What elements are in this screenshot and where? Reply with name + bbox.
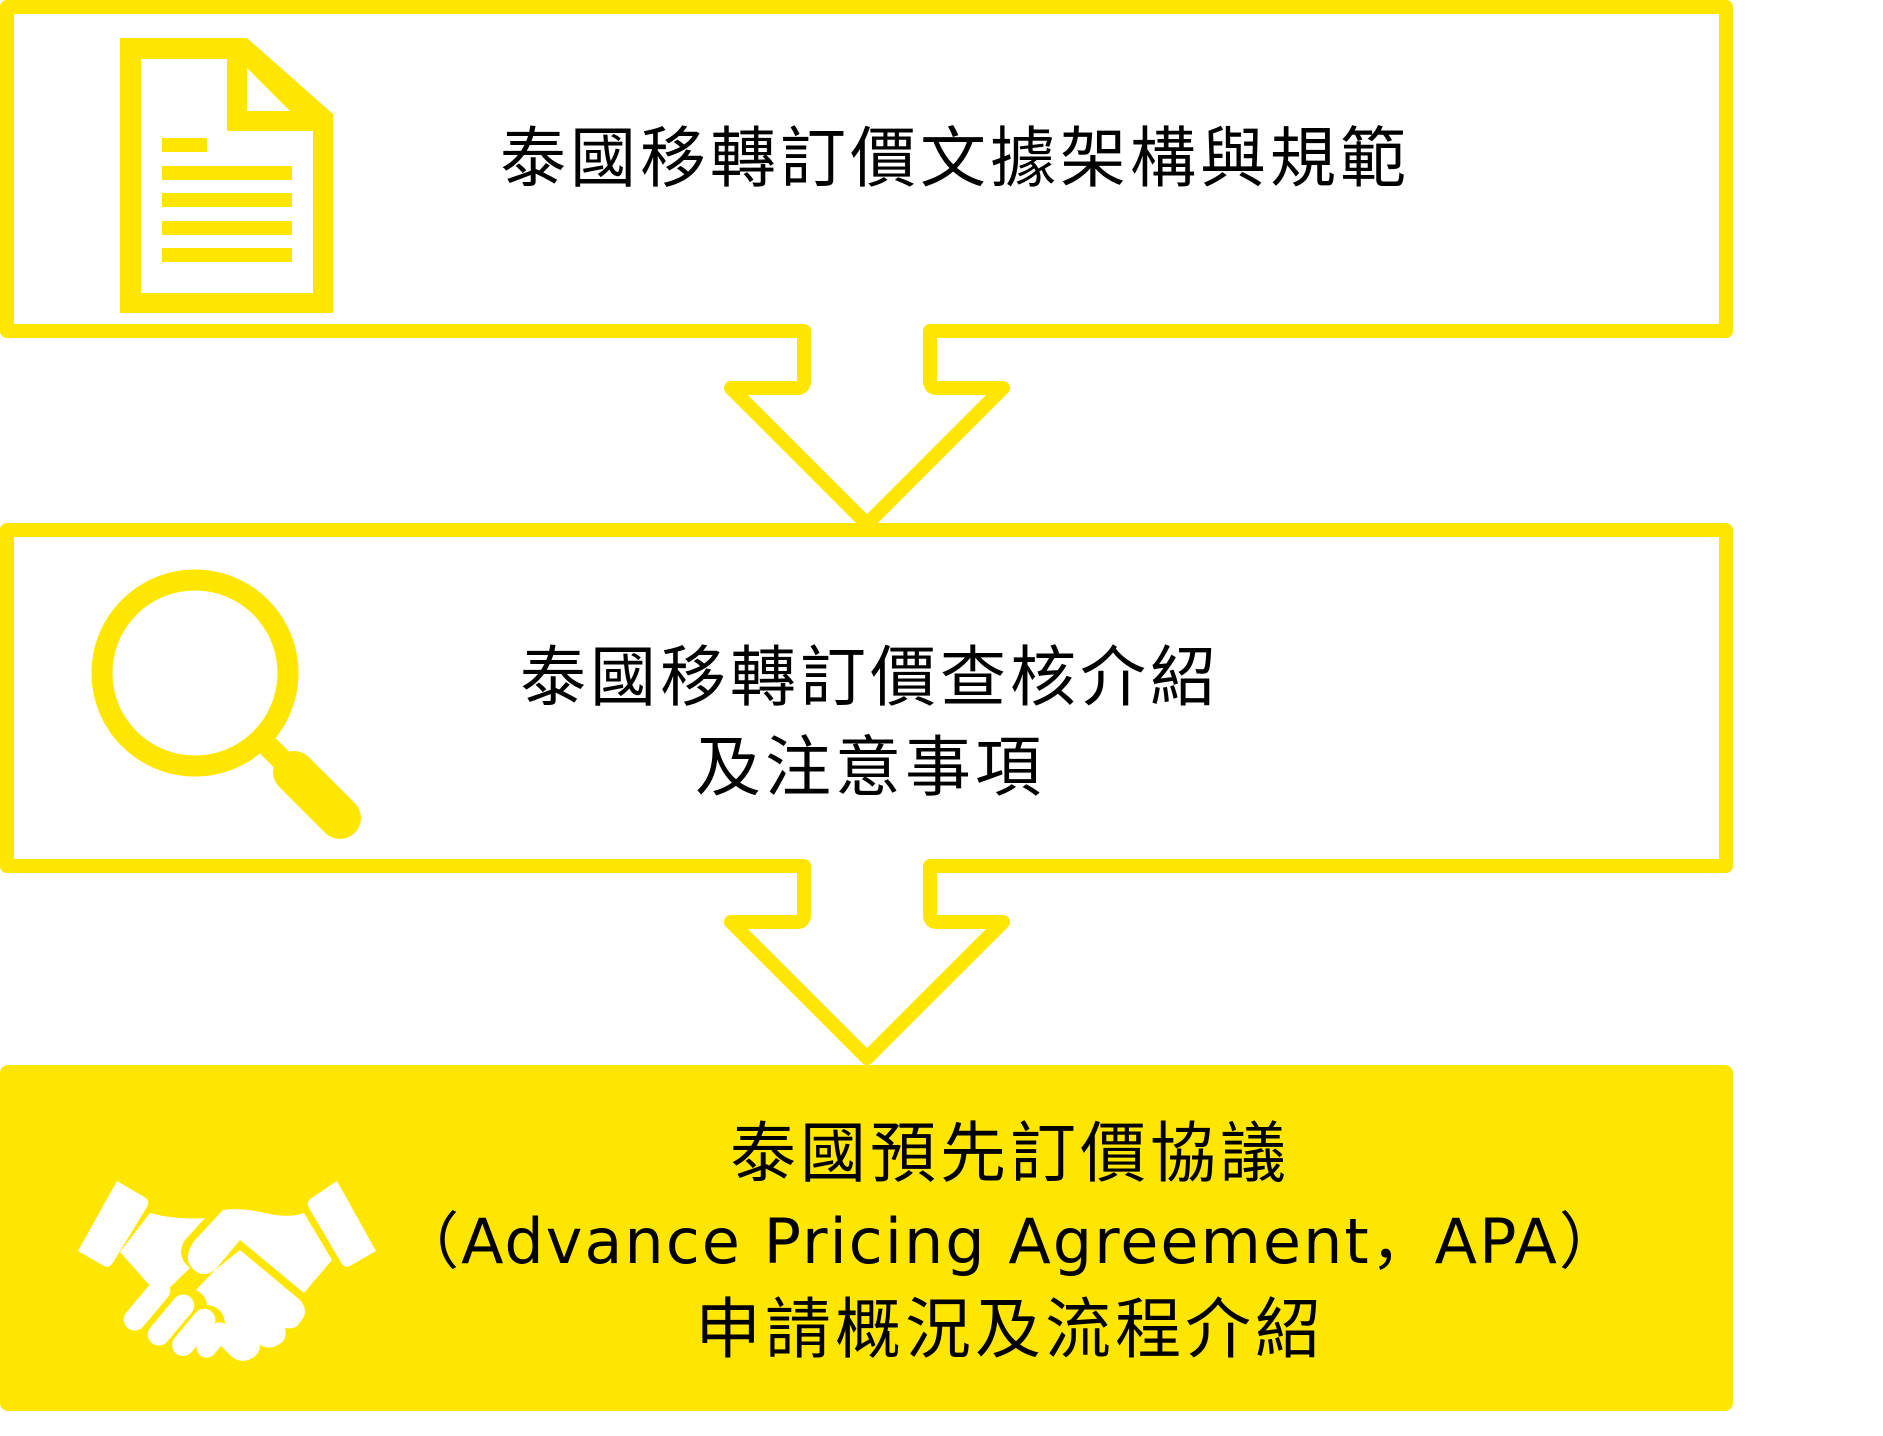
step1-line1: 泰國移轉訂價文據架構與規範 — [500, 120, 1410, 197]
step1-title: 泰國移轉訂價文據架構與規範 — [500, 114, 1460, 204]
document-icon — [120, 38, 333, 313]
step2-line1: 泰國移轉訂價查核介紹 — [520, 639, 1220, 716]
handshake-icon — [78, 1181, 376, 1361]
step2-line2: 及注意事項 — [695, 729, 1045, 806]
magnifier-icon — [91, 569, 361, 839]
step3-box — [0, 1065, 1733, 1411]
step3-line3: 申請概況及流程介紹 — [695, 1291, 1325, 1368]
step2-box — [0, 523, 1733, 1065]
step3-line1: 泰國預先訂價協議 — [730, 1115, 1290, 1192]
step2-title: 泰國移轉訂價查核介紹 及注意事項 — [500, 633, 1240, 813]
step1-box — [0, 0, 1733, 531]
step3-title: 泰國預先訂價協議 （Advance Pricing Agreement，APA）… — [380, 1110, 1640, 1374]
step3-line2: （Advance Pricing Agreement，APA） — [397, 1205, 1623, 1278]
